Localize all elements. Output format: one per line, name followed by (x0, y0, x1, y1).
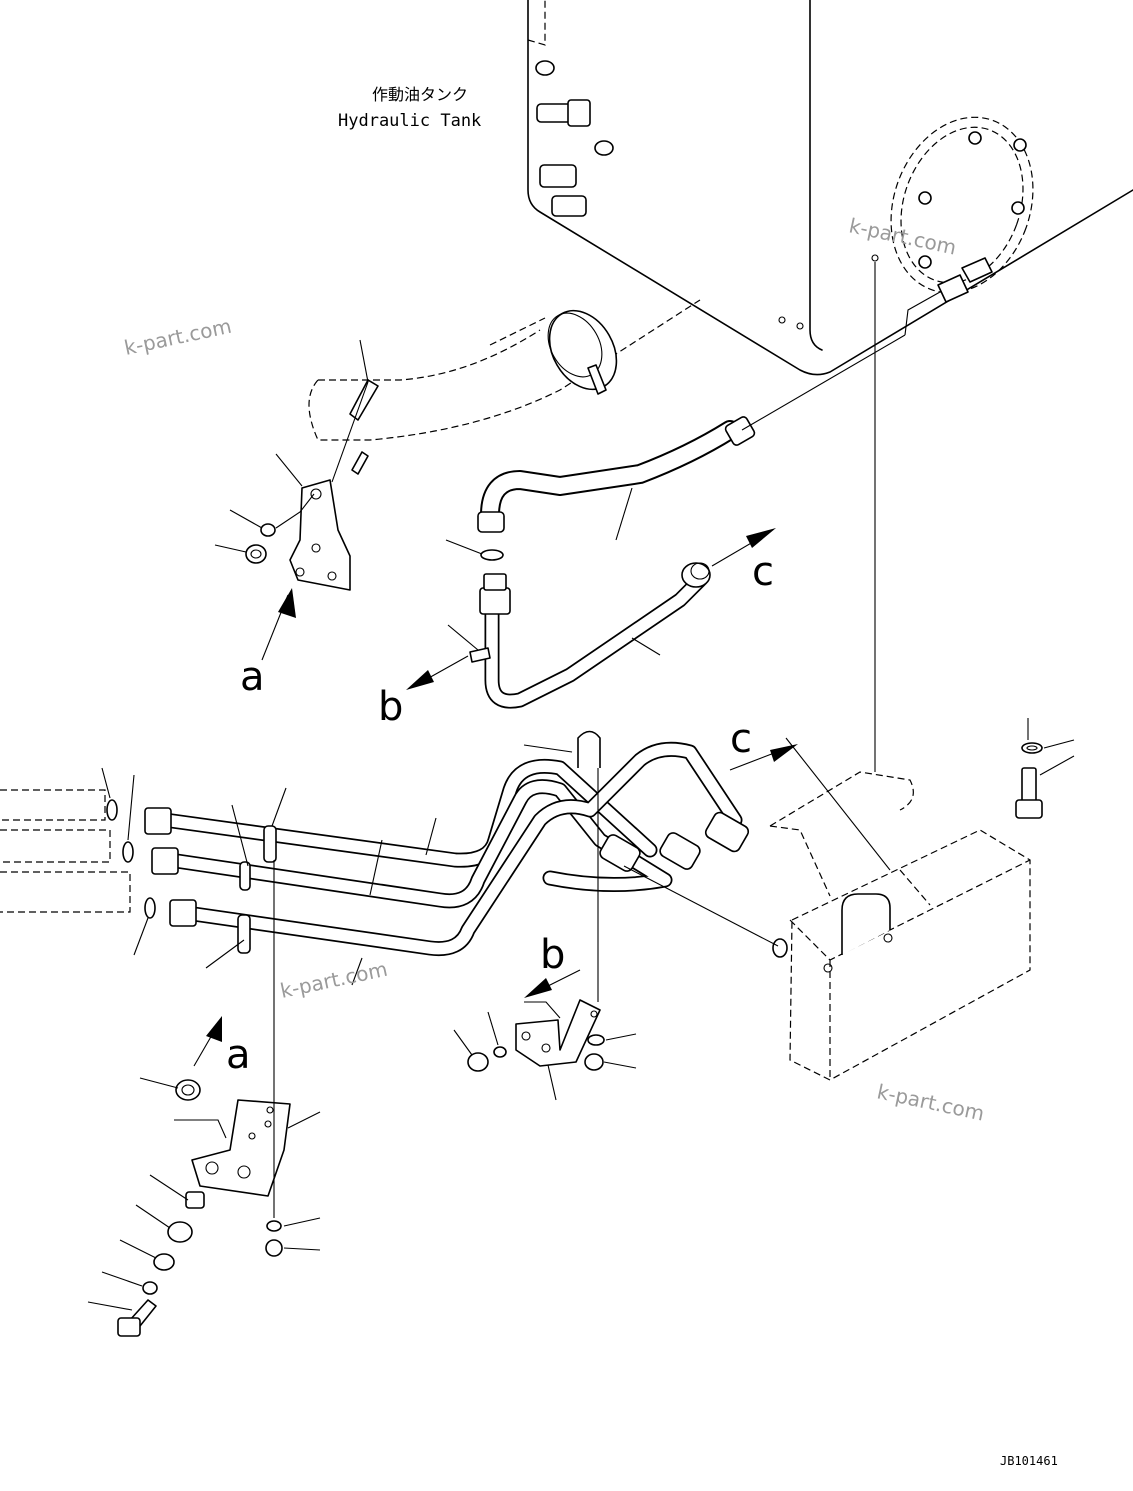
view-label-c-upper: c (752, 549, 774, 595)
view-arrow-a-upper (261, 588, 296, 661)
hydraulic-tank (527, 0, 1133, 376)
u-bolt (523, 730, 601, 1002)
upper-hose (445, 291, 941, 561)
bracket-upper (214, 339, 379, 591)
view-arrow-a-lower (193, 1016, 222, 1067)
suction-tube (308, 299, 701, 441)
tank-label-jp: 作動油タンク (372, 85, 468, 104)
left-hose-stubs (0, 767, 156, 956)
watermark: k-part.com (122, 314, 234, 360)
view-arrow-b-upper (406, 655, 469, 690)
tank-label-en: Hydraulic Tank (338, 111, 481, 131)
oil-cooler-body (623, 254, 1075, 1081)
view-label-b-upper: b (378, 684, 403, 730)
watermark: k-part.com (847, 213, 959, 259)
middle-tube (447, 562, 711, 709)
view-label-a-upper: a (240, 654, 265, 700)
view-label-c-lower: c (730, 716, 752, 762)
drawing-code: JB101461 (1000, 1454, 1058, 1468)
view-label-a-lower: a (226, 1032, 251, 1078)
watermark: k-part.com (875, 1079, 987, 1125)
view-arrow-c-upper (711, 528, 776, 567)
lower-tubes (144, 741, 750, 986)
bracket-lower-left (87, 860, 321, 1337)
view-arrow-c-lower (729, 737, 891, 871)
view-arrow-b-lower (524, 969, 581, 998)
bracket-lower-center (453, 999, 637, 1101)
watermark: k-part.com (278, 957, 390, 1003)
view-label-b-lower: b (540, 932, 565, 978)
